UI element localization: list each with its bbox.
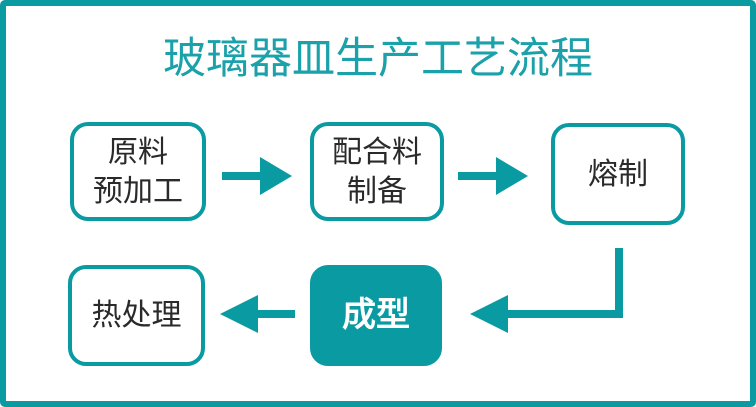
arrow-shaft (258, 310, 295, 318)
arrow-vertical-segment (615, 248, 623, 318)
arrow-head (260, 157, 292, 195)
arrow-shaft (222, 172, 260, 180)
arrow-left-icon (220, 295, 295, 333)
arrow-head (496, 157, 528, 195)
arrow-horizontal-segment (508, 310, 623, 318)
arrow-elbow-down-left-icon (470, 248, 623, 334)
arrow-shaft (458, 172, 496, 180)
node-label-line: 原料 (108, 135, 168, 169)
node-label-line: 热处理 (91, 299, 182, 332)
node-melting: 熔制 (551, 123, 685, 225)
node-batch-preparation: 配合料 制备 (310, 122, 444, 221)
arrow-head (220, 295, 258, 333)
node-label-line: 配合料 (332, 135, 422, 169)
node-label-line: 成型 (342, 296, 410, 334)
arrow-right-icon (458, 157, 528, 195)
node-label-line: 预加工 (93, 174, 183, 208)
arrow-right-icon (222, 157, 292, 195)
diagram-title: 玻璃器皿生产工艺流程 (163, 35, 593, 83)
node-raw-material-pretreatment: 原料 预加工 (70, 122, 206, 221)
node-label-line: 制备 (347, 174, 407, 208)
node-heat-treatment: 热处理 (68, 265, 205, 366)
node-forming: 成型 (310, 265, 442, 366)
node-label-line: 熔制 (588, 157, 648, 191)
arrow-head (470, 295, 508, 333)
